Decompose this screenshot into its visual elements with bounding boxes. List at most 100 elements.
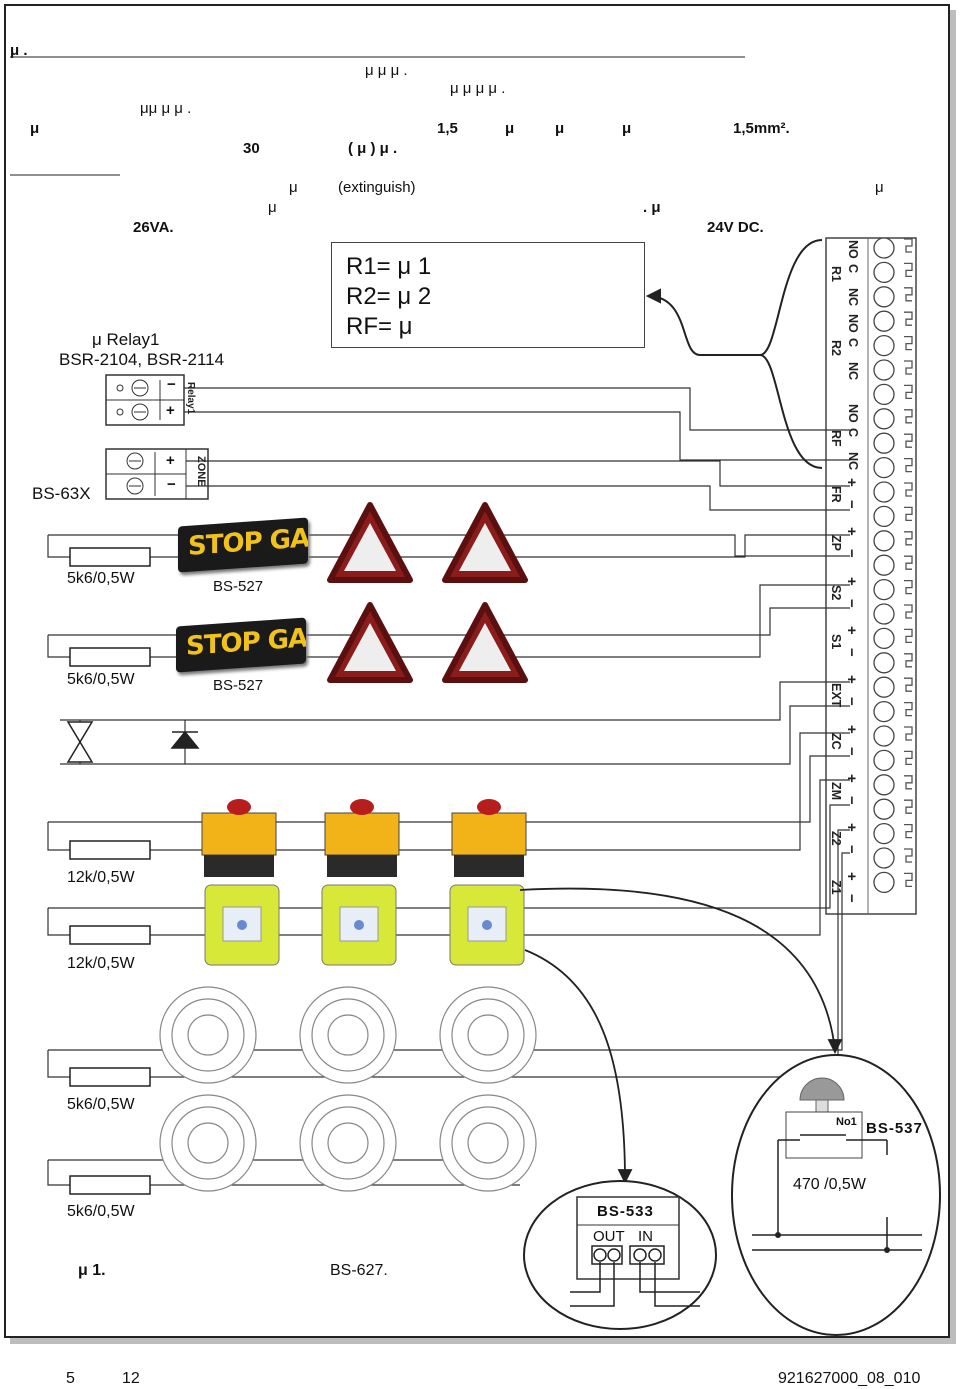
terminal-minus-z2: − <box>843 845 860 854</box>
resistors <box>69 547 897 1218</box>
bs527-label-2: BS-527 <box>213 677 264 694</box>
siren-group <box>327 502 528 683</box>
terminal-screw <box>873 749 895 772</box>
terminal-clip <box>904 360 913 375</box>
terminal-group-ext: EXT <box>829 683 843 708</box>
bs527-label-1: BS-527 <box>213 578 264 595</box>
terminal-minus-ext: − <box>843 697 860 706</box>
terminal-clip <box>904 604 913 619</box>
zone-tag: ZONE <box>195 456 207 487</box>
zone-module <box>105 448 209 500</box>
terminal-plus-ext: + <box>843 675 860 684</box>
terminal-screw <box>873 481 895 503</box>
header-line-9b: 24V DC. <box>707 219 764 236</box>
terminal-label-r2-no: NO <box>846 314 860 333</box>
terminal-clip <box>904 457 913 473</box>
resistor-label-1: 5k6/0,5W <box>67 570 135 587</box>
relay-minus: − <box>167 376 176 393</box>
header-line-6a: 30 <box>243 140 260 157</box>
terminal-minus-z1: − <box>843 894 860 903</box>
terminal-screw <box>873 676 895 698</box>
terminal-clip <box>904 579 913 595</box>
relay-legend-box: R1= μ 1 R2= μ 2 RF= μ <box>331 242 645 348</box>
bs537-label: BS-537 <box>866 1120 923 1137</box>
terminal-minus-zp: − <box>843 549 860 558</box>
terminal-clip <box>904 848 913 863</box>
terminal-label-r1-no: NO <box>846 240 860 259</box>
terminal-screw <box>873 261 895 284</box>
terminal-clip <box>904 555 913 570</box>
header-line-6b: ( μ ) μ . <box>348 140 398 157</box>
valve-symbol <box>66 721 94 763</box>
header-line-7a: μ <box>289 179 298 196</box>
header-line-9a: 26VA. <box>133 219 174 236</box>
terminal-screw <box>873 530 895 552</box>
terminal-label-r1-nc: NC <box>846 288 860 307</box>
callout-arrows <box>519 887 843 1185</box>
terminal-clip <box>904 677 913 692</box>
figure-caption-a: μ 1. <box>78 1262 106 1279</box>
terminal-clip <box>904 726 913 741</box>
terminal-clip <box>904 823 913 839</box>
terminal-label-r2-nc: NC <box>846 362 860 381</box>
page-total: 12 <box>122 1370 140 1387</box>
bs533-out: OUT <box>593 1228 625 1245</box>
terminal-screw <box>873 822 895 845</box>
legend-r1: R1= μ 1 <box>346 253 432 280</box>
terminal-screw <box>873 408 895 430</box>
legend-r2: R2= μ 2 <box>346 283 432 310</box>
resistor-label-2: 5k6/0,5W <box>67 671 135 688</box>
header-line-5a: μ <box>30 120 40 137</box>
relay-module <box>105 374 185 426</box>
terminal-screw <box>873 505 895 528</box>
legend-rf: RF= μ <box>346 313 413 340</box>
header-line-3: μ μ μ μ . <box>450 80 506 97</box>
call-point-group <box>204 884 525 966</box>
terminal-plus-z2: + <box>843 823 860 832</box>
terminal-label-r2-c: C <box>846 338 860 348</box>
terminal-clip <box>904 872 913 888</box>
header-line-2: μ μ μ . <box>365 62 408 79</box>
terminal-group-fr: FR <box>829 486 843 503</box>
terminal-clip <box>904 335 913 351</box>
stop-gas-sign-1: STOP GAS <box>178 517 308 573</box>
bs533-label: BS-533 <box>597 1203 654 1220</box>
terminal-screw <box>873 652 895 674</box>
terminal-group-rf: RF <box>829 430 843 447</box>
stop-gas-sign-2: STOP GAS <box>176 617 306 673</box>
terminal-group-s1: S1 <box>829 634 843 650</box>
terminal-screw <box>873 774 895 796</box>
terminal-group-s2: S2 <box>829 585 843 601</box>
header-line-7b: (extinguish) <box>338 179 416 196</box>
terminal-screw <box>873 871 895 894</box>
terminal-clip <box>904 287 913 302</box>
resistor-label-4: 12k/0,5W <box>67 955 135 972</box>
terminal-screw <box>873 725 895 747</box>
header-line-1: μ . <box>10 42 28 59</box>
terminal-screw <box>873 700 895 723</box>
terminal-screw <box>873 847 895 869</box>
header-line-5d: μ <box>555 120 565 137</box>
bs537-callout <box>731 1054 941 1336</box>
bs63x-label: BS-63X <box>32 484 91 503</box>
terminal-clip <box>904 409 913 424</box>
terminal-screw <box>873 334 895 357</box>
relay-label-1: μ Relay1 <box>92 330 160 349</box>
terminal-label-rf-nc: NC <box>846 452 860 471</box>
terminal-screw <box>873 456 895 479</box>
header-line-5f: 1,5mm². <box>733 120 790 137</box>
figure-caption-b: BS-627. <box>330 1262 388 1279</box>
terminal-plus-z1: + <box>843 872 860 881</box>
resistor-label-3: 12k/0,5W <box>67 869 135 886</box>
bs533-in: IN <box>638 1228 653 1245</box>
terminal-group-z1: Z1 <box>829 880 843 895</box>
terminal-clip <box>904 628 913 644</box>
resistor-label-7: 470 /0,5W <box>793 1176 866 1193</box>
relay-plus: + <box>166 402 175 419</box>
terminal-clip <box>904 531 913 546</box>
terminal-clip <box>904 506 913 522</box>
header-line-4: μμ μ μ . <box>140 100 192 117</box>
terminal-clip <box>904 433 913 448</box>
header-line-5e: μ <box>622 120 632 137</box>
terminal-screw <box>873 383 895 406</box>
